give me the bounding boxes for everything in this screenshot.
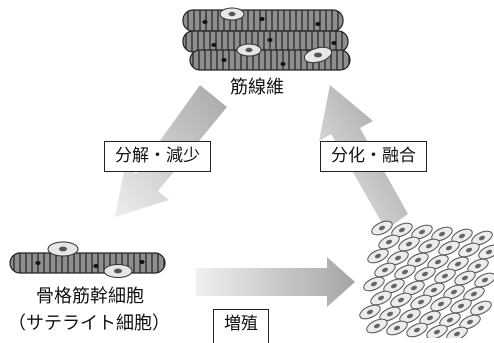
muscle-fiber-illustration xyxy=(182,7,351,71)
label-differentiate-fuse: 分化・融合 xyxy=(320,141,427,172)
satellite-cell-illustration xyxy=(9,241,166,278)
arrow-proliferation xyxy=(196,257,355,307)
proliferated-cells-illustration xyxy=(359,220,494,338)
label-muscle-fiber: 筋線維 xyxy=(230,77,284,98)
label-proliferation: 増殖 xyxy=(213,309,269,343)
label-satellite-cell-name: 骨格筋幹細胞 xyxy=(36,286,144,307)
label-satellite-cell-alias: （サテライト細胞） xyxy=(8,313,170,334)
label-decompose-decrease: 分解・減少 xyxy=(104,141,211,172)
